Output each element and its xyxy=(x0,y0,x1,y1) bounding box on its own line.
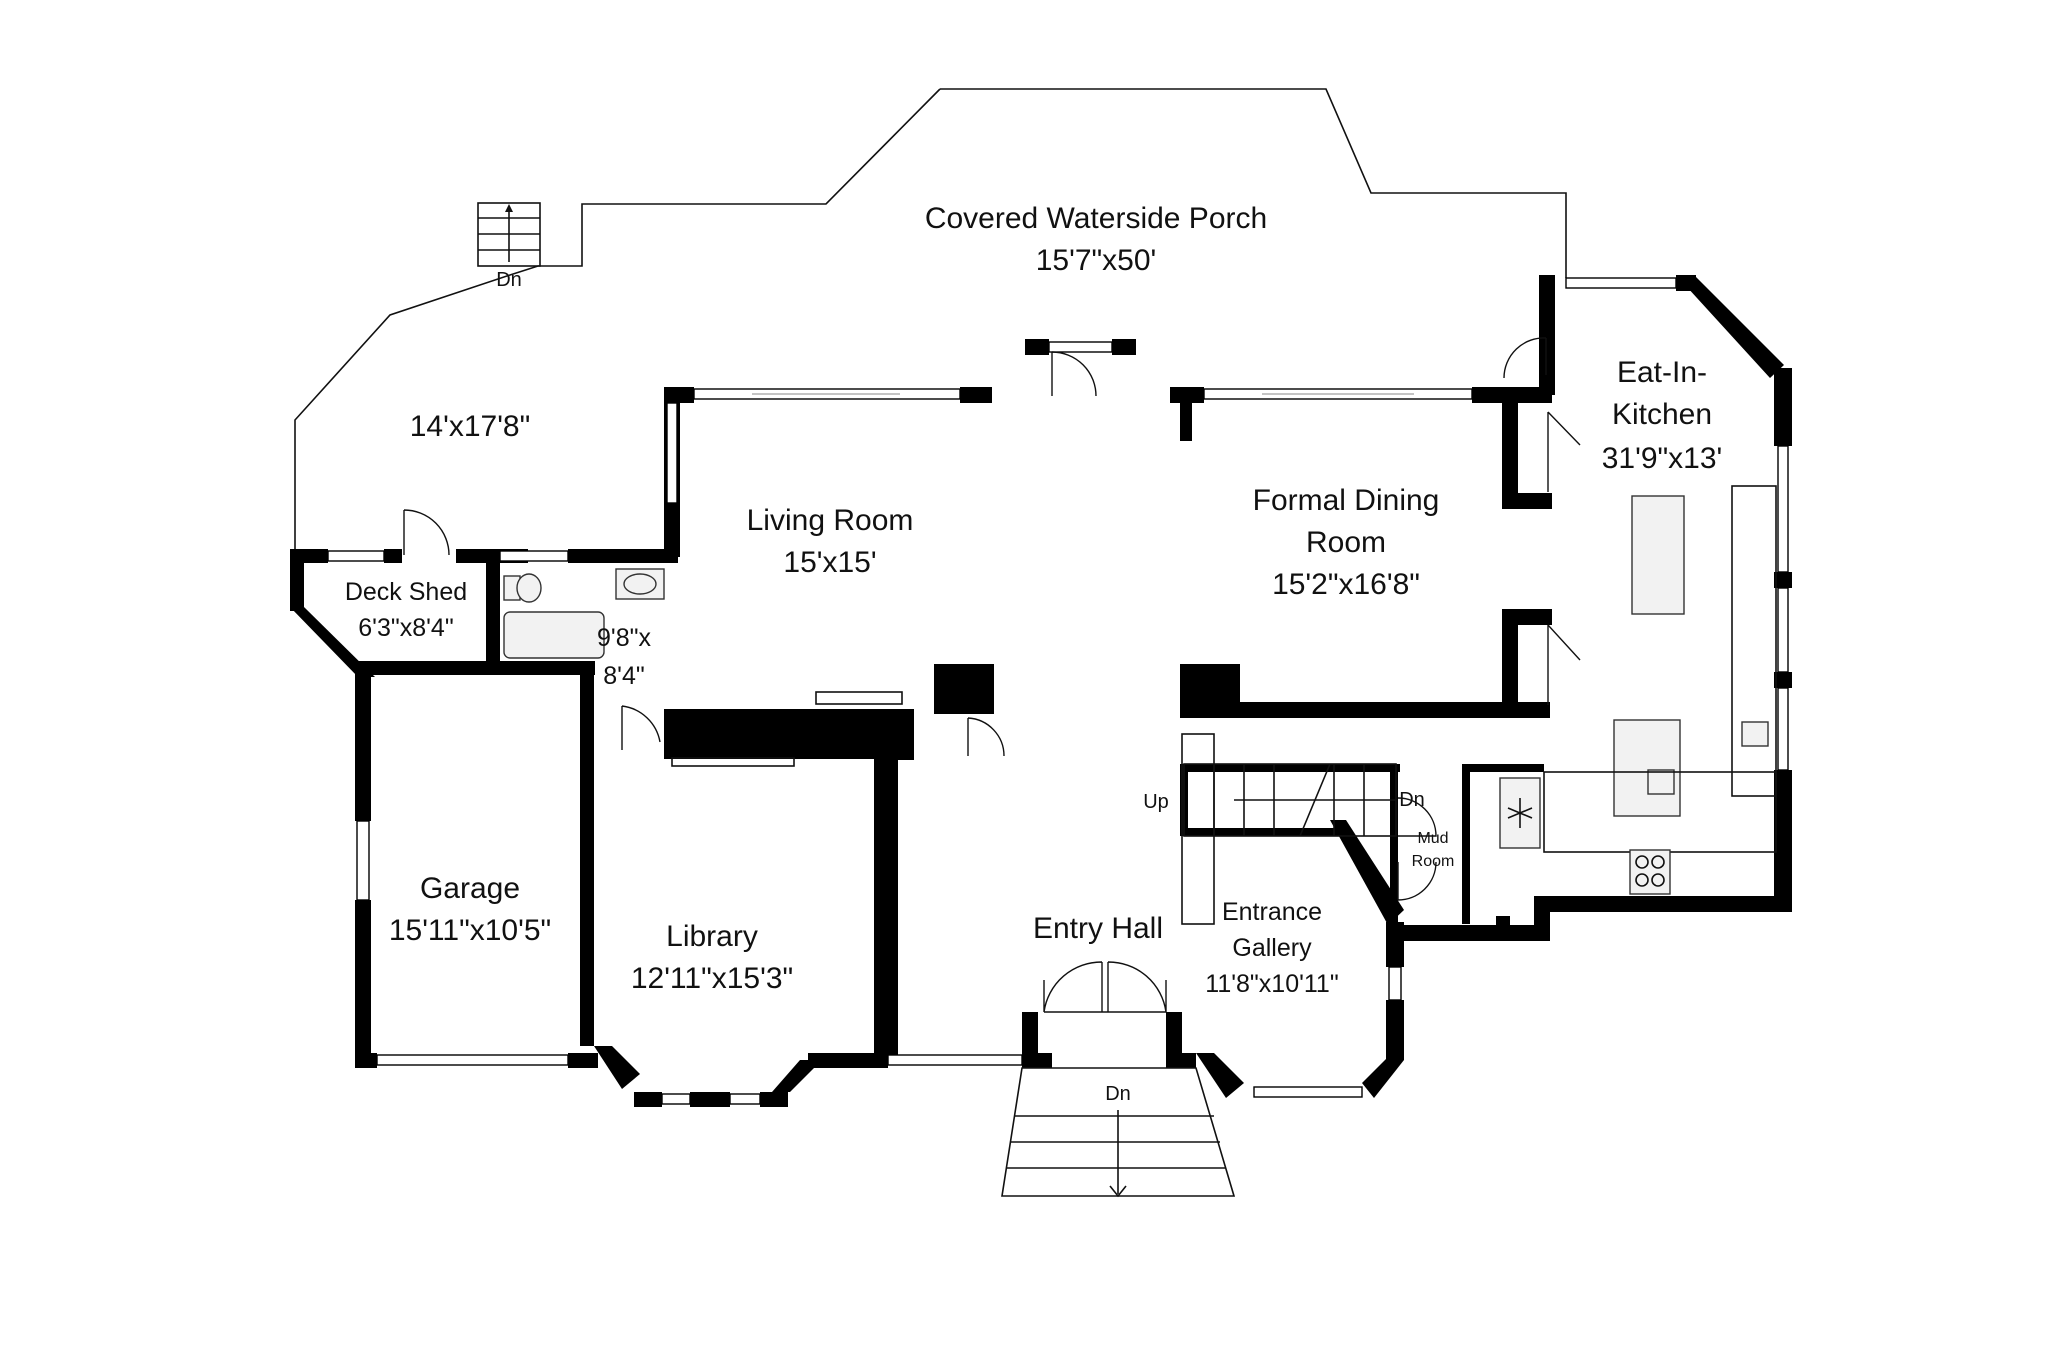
porch-name: Covered Waterside Porch xyxy=(925,202,1267,235)
fixtures xyxy=(503,485,1777,925)
deck-shed-name: Deck Shed xyxy=(345,578,467,606)
entry-hall-name: Entry Hall xyxy=(1033,912,1163,945)
deck-shed-size: 6'3"x8'4" xyxy=(358,614,453,642)
garage-size: 15'11"x10'5" xyxy=(389,914,551,947)
room-labels: Covered Waterside Porch 15'7"x50' Dn 14'… xyxy=(345,202,1722,1105)
kitchen-size: 31'9"x13' xyxy=(1602,442,1723,475)
windows xyxy=(327,277,1789,1105)
garage-name: Garage xyxy=(420,872,520,905)
porch-stairs xyxy=(477,202,541,267)
porch-size: 15'7"x50' xyxy=(1036,244,1157,277)
front-stairs xyxy=(1001,1067,1236,1198)
mud-room-name-line1: Mud xyxy=(1417,830,1448,847)
mud-room-name-line2: Room xyxy=(1412,853,1455,870)
bath-size-line2: 8'4" xyxy=(603,662,644,690)
walls xyxy=(290,275,1792,1107)
dining-room-size: 15'2"x16'8" xyxy=(1272,568,1420,601)
dining-room-name-line1: Formal Dining xyxy=(1253,484,1440,517)
gallery-name-line1: Entrance xyxy=(1222,898,1322,926)
porch-side-size: 14'x17'8" xyxy=(410,410,531,443)
library-name: Library xyxy=(666,920,758,953)
bath-size-line1: 9'8"x xyxy=(597,624,651,652)
interior-stairs-up-label: Up xyxy=(1143,791,1169,813)
front-stairs-label: Dn xyxy=(1105,1083,1131,1105)
gallery-size: 11'8"x10'11" xyxy=(1205,970,1338,998)
gallery-name-line2: Gallery xyxy=(1232,934,1312,962)
living-room-name: Living Room xyxy=(747,504,914,537)
interior-stairs-down-label: Dn xyxy=(1399,789,1425,811)
interior-stairs xyxy=(1183,763,1397,837)
dining-room-name-line2: Room xyxy=(1306,526,1386,559)
library-size: 12'11"x15'3" xyxy=(631,962,793,995)
doors xyxy=(403,337,1581,1013)
living-room-size: 15'x15' xyxy=(783,546,876,579)
kitchen-name-line1: Eat-In- xyxy=(1617,356,1707,389)
kitchen-name-line2: Kitchen xyxy=(1612,398,1712,431)
porch-stairs-label: Dn xyxy=(496,269,522,291)
